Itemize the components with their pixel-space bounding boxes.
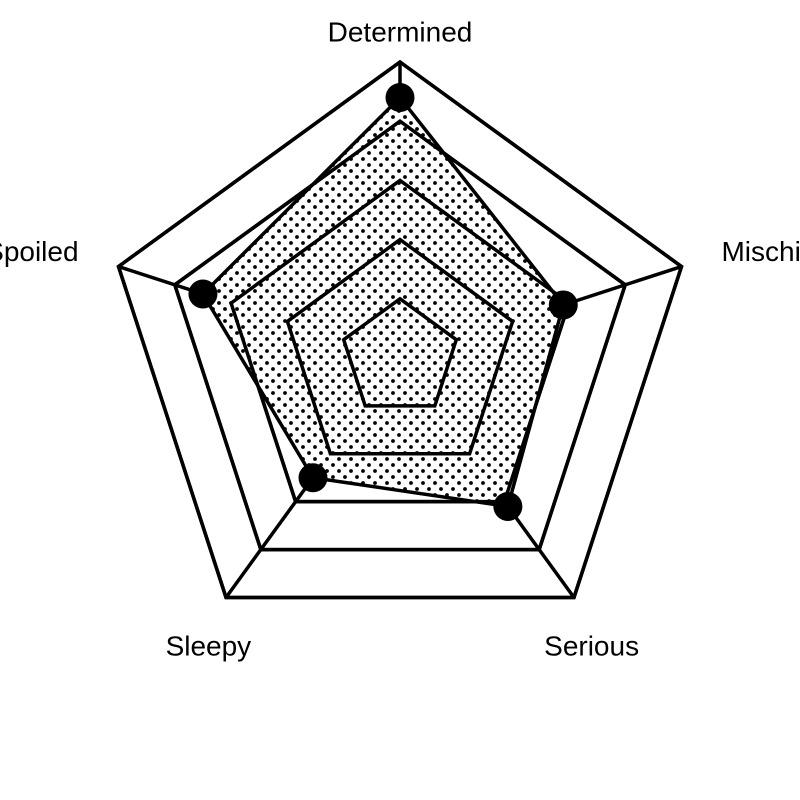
data-point-spoiled (188, 279, 218, 309)
grid-ring-overlay-3 (229, 178, 571, 504)
axis-label-serious: Serious (544, 631, 639, 662)
data-point-determined (385, 83, 415, 113)
grid-ring-overlay-1 (341, 296, 459, 408)
radar-axis-labels: DeterminedMischievousSerious Sleepy Spoile… (0, 16, 800, 661)
data-point-serious (493, 491, 523, 521)
data-point-sleepy (298, 463, 328, 493)
series-area (200, 94, 566, 509)
axis-label-mischievous: Mischievous (721, 236, 800, 267)
grid-ring-overlay-5 (116, 59, 684, 600)
axis-label-determined: Determined (328, 16, 473, 47)
axis-label-sleepy: Sleepy (166, 631, 252, 662)
radar-grid-overlay (116, 59, 684, 600)
axis-label-spoiled: Spoiled (0, 236, 79, 267)
radar-series (200, 94, 566, 509)
data-point-mischievous (548, 290, 578, 320)
grid-ring-overlay-2 (285, 237, 515, 456)
grid-ring-overlay-4 (172, 119, 628, 552)
radar-markers (188, 83, 578, 521)
